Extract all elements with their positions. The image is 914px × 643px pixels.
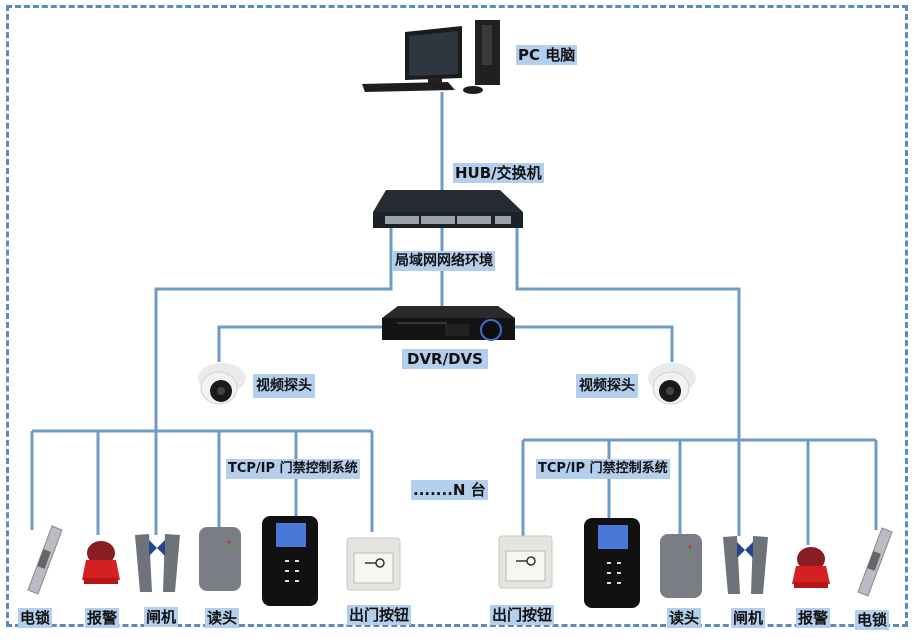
card-reader-right-icon <box>660 534 702 598</box>
dome-camera-right-icon <box>648 363 696 405</box>
exit-button-right-icon <box>498 535 553 589</box>
access-controller-keypad-left-icon <box>262 516 318 606</box>
dome-camera-left-icon <box>198 363 246 405</box>
right-lock-label: 电锁 <box>855 610 890 630</box>
right-reader-label: 读头 <box>667 608 702 628</box>
access-controller-keypad-right-icon <box>584 518 640 608</box>
right-alarm-label: 报警 <box>796 608 831 628</box>
left-exit-label: 出门按钮 <box>347 605 412 625</box>
acs-left-label: TCP/IP 门禁控制系统 <box>226 459 360 479</box>
alarm-siren-right-icon <box>792 547 830 588</box>
dvr-recorder-icon <box>382 306 515 341</box>
camera-right-label: 视频探头 <box>576 374 638 398</box>
hub-label: HUB/交换机 <box>453 163 544 183</box>
lan-label: 局域网网络环境 <box>393 251 495 271</box>
line-hub-left-acs <box>154 228 393 431</box>
pc-label: PC 电脑 <box>516 45 578 65</box>
right-exit-label: 出门按钮 <box>490 605 555 625</box>
right-gate-label: 闸机 <box>731 608 766 628</box>
dashed-frame <box>6 5 908 627</box>
acs-right-label: TCP/IP 门禁控制系统 <box>536 459 670 479</box>
network-switch-icon <box>373 190 523 228</box>
left-gate-label: 闸机 <box>144 607 179 627</box>
line-hub-right-acs <box>515 228 741 440</box>
electric-lock-right-icon <box>857 527 893 597</box>
dvr-label: DVR/DVS <box>402 349 488 369</box>
left-alarm-label: 报警 <box>85 608 120 628</box>
electric-lock-left-icon <box>27 525 63 595</box>
alarm-siren-left-icon <box>82 541 120 584</box>
n-units-label: .......N 台 <box>411 480 488 500</box>
camera-left-label: 视频探头 <box>253 374 315 398</box>
left-reader-label: 读头 <box>205 608 240 628</box>
turnstile-gate-right-icon <box>723 536 768 594</box>
card-reader-left-icon <box>199 527 241 591</box>
left-lock-label: 电锁 <box>18 608 53 628</box>
line-dvr-camera-left <box>217 325 382 362</box>
line-dvr-camera-right <box>515 325 674 362</box>
turnstile-gate-left-icon <box>135 534 180 592</box>
exit-button-left-icon <box>346 537 401 591</box>
desktop-computer-icon <box>362 20 500 94</box>
